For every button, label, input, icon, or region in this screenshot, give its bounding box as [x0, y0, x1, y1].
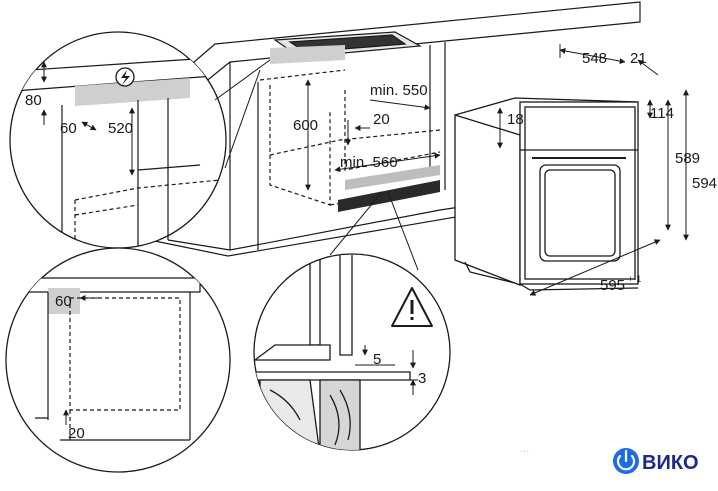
connector-line [387, 191, 419, 271]
lightning-icon [115, 67, 135, 87]
dim-600-label: 600 [293, 117, 318, 134]
dim-20-top: 20 [345, 111, 390, 146]
detail-circle-top: 80 60 520 [9, 31, 227, 249]
dim-min550: min. 550 [369, 82, 431, 111]
dim-min560-label: min. 560 [340, 154, 398, 171]
watermark: ... [520, 441, 530, 455]
detail-circle-bottom-left: 60 20 [5, 247, 231, 473]
dim-600: 600 [293, 79, 318, 191]
dim-548-label: 548 [582, 50, 607, 67]
oven-dimensions [497, 44, 689, 296]
brand-logo: ВИКО [613, 448, 699, 474]
connector-line [214, 59, 271, 101]
dim-18-label: 18 [507, 111, 524, 128]
dim-min560: min. 560 [334, 152, 441, 173]
dim-595-tolerance: +-1 [628, 274, 641, 284]
dim-520-label: 520 [108, 120, 133, 137]
dim-114-label: 114 [650, 105, 674, 122]
dim-20-bottom-label: 20 [68, 425, 85, 442]
dim-80-label: 80 [25, 92, 42, 109]
warning-triangle-icon [391, 287, 433, 327]
dim-60-box-label: 60 [55, 293, 72, 310]
dim-589-label: 589 [675, 150, 700, 167]
dim-595-label: 595 [600, 277, 625, 294]
dim-20-top-label: 20 [373, 111, 390, 128]
dim-min550-label: min. 550 [370, 82, 428, 99]
dim-594-label: 594 [692, 175, 717, 192]
dim-5-label: 5 [373, 351, 381, 368]
brand-name: ВИКО [642, 452, 699, 474]
dim-60-top-label: 60 [60, 120, 77, 137]
dim-21-label: 21 [630, 50, 647, 67]
detail-circle-bottom-center: 5 3 [253, 253, 451, 451]
connector-line [329, 191, 383, 256]
dim-3-label: 3 [418, 370, 426, 387]
connector-line [224, 69, 261, 169]
